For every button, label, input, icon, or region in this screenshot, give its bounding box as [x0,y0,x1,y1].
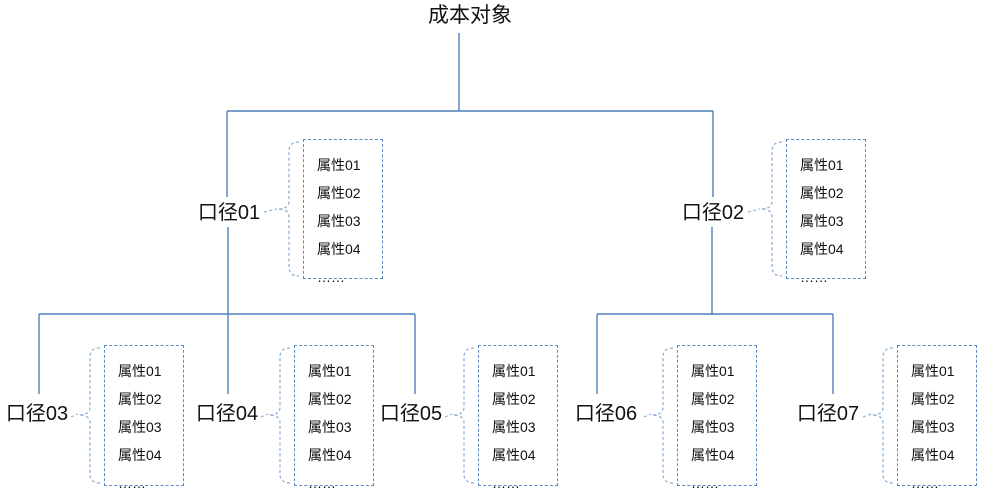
attribute-box-n02: 属性01 属性02 属性03 属性04 …… [786,139,866,285]
attribute-item: 属性04 [911,447,955,463]
attribute-item: 属性01 [691,363,735,379]
attribute-item: 属性01 [308,363,352,379]
attribute-item: 属性03 [800,213,844,229]
attribute-item: 属性01 [118,363,162,379]
node-n04-label: 口径04 [195,403,259,425]
attribute-item: 属性02 [308,391,352,407]
dash-link-n05 [444,413,453,418]
attribute-item: 属性02 [800,185,844,201]
dash-link-n04 [260,413,269,418]
brace-n07 [871,347,894,484]
attribute-box-n06: 属性01 属性02 属性03 属性04 …… [677,345,757,491]
attribute-box-n03: 属性01 属性02 属性03 属性04 …… [104,345,184,491]
attribute-item: 属性03 [492,419,536,435]
dash-link-n01 [263,208,278,213]
attribute-item: 属性02 [492,391,536,407]
attribute-item: 属性03 [118,419,162,435]
attribute-item: 属性01 [800,157,844,173]
dash-link-n03 [70,413,79,418]
node-n03-label: 口径03 [5,403,69,425]
attribute-item: …… [492,475,520,491]
attribute-item: 属性03 [317,213,361,229]
attribute-box-n07: 属性01 属性02 属性03 属性04 …… [897,345,977,491]
attribute-item: …… [800,269,828,285]
brace-n05 [452,347,475,484]
attribute-box-n05: 属性01 属性02 属性03 属性04 …… [478,345,558,491]
attribute-item: 属性02 [691,391,735,407]
attribute-item: 属性04 [492,447,536,463]
attribute-item: 属性04 [317,241,361,257]
attribute-item: 属性01 [911,363,955,379]
attribute-item: 属性03 [691,419,735,435]
attribute-item: 属性01 [317,157,361,173]
attribute-item: …… [691,475,719,491]
dash-link-n06 [643,413,652,418]
brace-n01 [277,141,300,277]
attribute-item: …… [911,475,939,491]
node-root-label: 成本对象 [428,4,512,27]
node-n06-label: 口径06 [574,403,638,425]
dash-link-n07 [862,413,872,418]
node-n05-label: 口径05 [379,403,443,425]
attribute-item: 属性02 [317,185,361,201]
brace-n04 [268,347,291,484]
attribute-item: 属性01 [492,363,536,379]
attribute-item: 属性04 [800,241,844,257]
brace-n02 [760,141,783,277]
attribute-item: 属性02 [911,391,955,407]
brace-n03 [78,347,101,484]
attribute-item: 属性04 [118,447,162,463]
attribute-item: …… [118,475,146,491]
node-n07-label: 口径07 [796,403,860,425]
attribute-item: 属性03 [308,419,352,435]
attribute-item: 属性04 [308,447,352,463]
attribute-item: 属性04 [691,447,735,463]
dash-link-n02 [747,208,761,213]
attribute-item: …… [308,475,336,491]
attribute-box-n04: 属性01 属性02 属性03 属性04 …… [294,345,374,491]
attribute-item: 属性03 [911,419,955,435]
attribute-item: 属性02 [118,391,162,407]
node-n02-label: 口径02 [681,202,745,224]
attribute-item: …… [317,269,345,285]
attribute-box-n01: 属性01 属性02 属性03 属性04 …… [303,139,383,285]
brace-n06 [651,347,674,484]
node-n01-label: 口径01 [197,202,261,224]
